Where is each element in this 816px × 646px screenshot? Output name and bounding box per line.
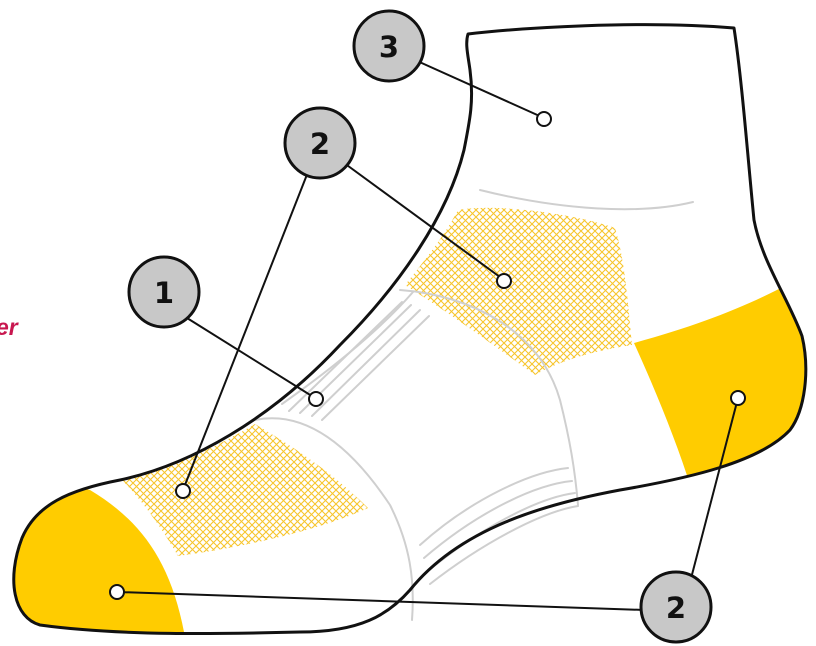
target-dot-arch <box>308 391 324 407</box>
badge-2-instep-label: 2 <box>310 127 330 161</box>
toe-zone <box>13 470 184 634</box>
callout-badge-2-instep: 2 <box>283 106 357 180</box>
badge-1-label: 1 <box>154 276 174 310</box>
callout-badge-1: 1 <box>127 255 201 329</box>
leader-lines <box>117 59 739 611</box>
badge-3-label: 3 <box>379 30 399 64</box>
callout-badge-2-bottom: 2 <box>639 570 713 644</box>
target-dot-instep <box>496 273 512 289</box>
side-text-fragment: er <box>0 314 18 340</box>
sock-outline <box>12 23 808 636</box>
target-dot-toe <box>109 584 125 600</box>
target-dot-toe-mesh <box>175 483 191 499</box>
target-dot-heel <box>730 390 746 406</box>
target-dot-cuff <box>536 111 552 127</box>
instep-mesh-lower <box>120 424 368 556</box>
callout-badge-3: 3 <box>352 9 426 83</box>
badge-2-bottom-label: 2 <box>666 591 686 625</box>
